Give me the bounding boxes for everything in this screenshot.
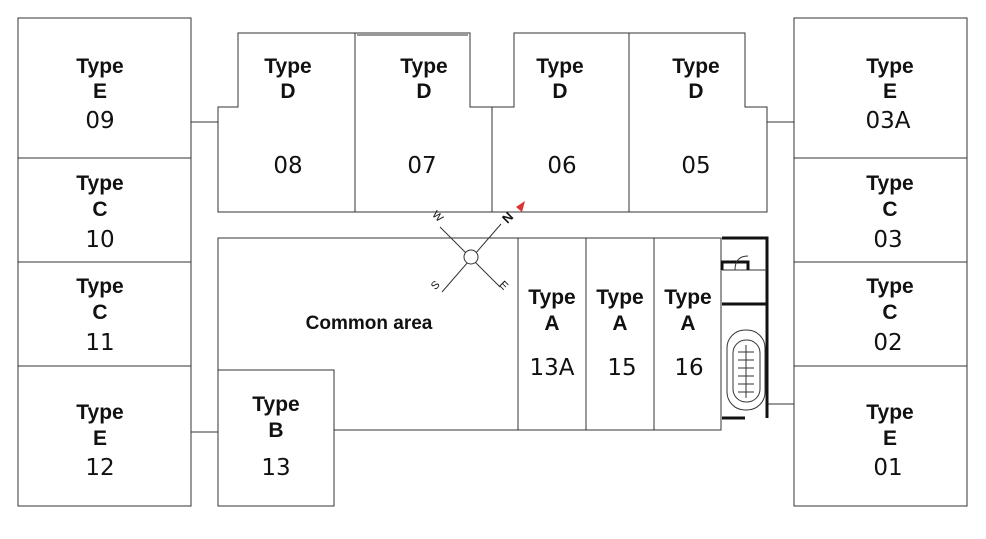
unit-12-outline xyxy=(17,365,192,507)
unit-09-type-word: Type xyxy=(76,55,123,78)
north-arrow-icon xyxy=(516,201,525,212)
unit-02-outline xyxy=(793,261,968,367)
unit-11-outline xyxy=(17,261,192,367)
unit-16-number: 16 xyxy=(674,355,703,381)
unit-11-number: 11 xyxy=(85,330,114,356)
common-area-label: Common area xyxy=(306,313,433,334)
unit-03a-type-word: Type xyxy=(866,55,913,78)
unit-02-type-letter: C xyxy=(882,301,897,324)
unit-13a-type-word: Type xyxy=(528,286,575,309)
unit-12-type-letter: E xyxy=(93,427,107,450)
unit-16-type-letter: A xyxy=(680,312,695,335)
unit-11-type-letter: C xyxy=(92,301,107,324)
unit-10-type-word: Type xyxy=(76,172,123,195)
unit-08-type-word: Type xyxy=(264,55,311,78)
unit-08-type-letter: D xyxy=(280,80,295,103)
stair-core xyxy=(720,236,769,420)
unit-01-number: 01 xyxy=(873,455,902,481)
unit-13-number: 13 xyxy=(261,455,290,481)
unit-12-number: 12 xyxy=(85,455,114,481)
unit-15-type-word: Type xyxy=(596,286,643,309)
unit-06-number: 06 xyxy=(547,153,576,179)
unit-07-type-letter: D xyxy=(416,80,431,103)
unit-09-type-letter: E xyxy=(93,80,107,103)
unit-15-number: 15 xyxy=(607,355,636,381)
unit-06-type-letter: D xyxy=(552,80,567,103)
unit-10-number: 10 xyxy=(85,227,114,253)
unit-10-type-letter: C xyxy=(92,198,107,221)
unit-15-type-letter: A xyxy=(612,312,627,335)
unit-12-type-word: Type xyxy=(76,401,123,424)
unit-05-type-word: Type xyxy=(672,55,719,78)
unit-16-type-word: Type xyxy=(664,286,711,309)
unit-05-type-letter: D xyxy=(688,80,703,103)
unit-03a-number: 03A xyxy=(865,108,910,134)
compass-center xyxy=(463,249,479,265)
unit-03-type-letter: C xyxy=(882,198,897,221)
unit-02-type-word: Type xyxy=(866,275,913,298)
unit-13-type-word: Type xyxy=(252,393,299,416)
unit-01-type-letter: E xyxy=(883,427,897,450)
unit-13-type-letter: B xyxy=(268,419,283,442)
unit-03-type-word: Type xyxy=(866,172,913,195)
unit-09-outline xyxy=(17,17,192,159)
unit-08-number: 08 xyxy=(273,153,302,179)
unit-01-type-word: Type xyxy=(866,401,913,424)
unit-01-outline xyxy=(793,365,968,507)
unit-07-number: 07 xyxy=(407,153,436,179)
unit-02-number: 02 xyxy=(873,330,902,356)
unit-13a-number: 13A xyxy=(529,355,574,381)
unit-03a-type-letter: E xyxy=(883,80,897,103)
unit-09-number: 09 xyxy=(85,108,114,134)
unit-03-outline xyxy=(793,157,968,263)
unit-13a-type-letter: A xyxy=(544,312,559,335)
unit-13-outline xyxy=(217,369,335,507)
unit-06-type-word: Type xyxy=(536,55,583,78)
unit-11-type-word: Type xyxy=(76,275,123,298)
unit-03a-outline xyxy=(793,17,968,159)
unit-07-type-word: Type xyxy=(400,55,447,78)
unit-05-number: 05 xyxy=(681,153,710,179)
unit-03-number: 03 xyxy=(873,227,902,253)
unit-wall-07-06 xyxy=(355,107,493,213)
